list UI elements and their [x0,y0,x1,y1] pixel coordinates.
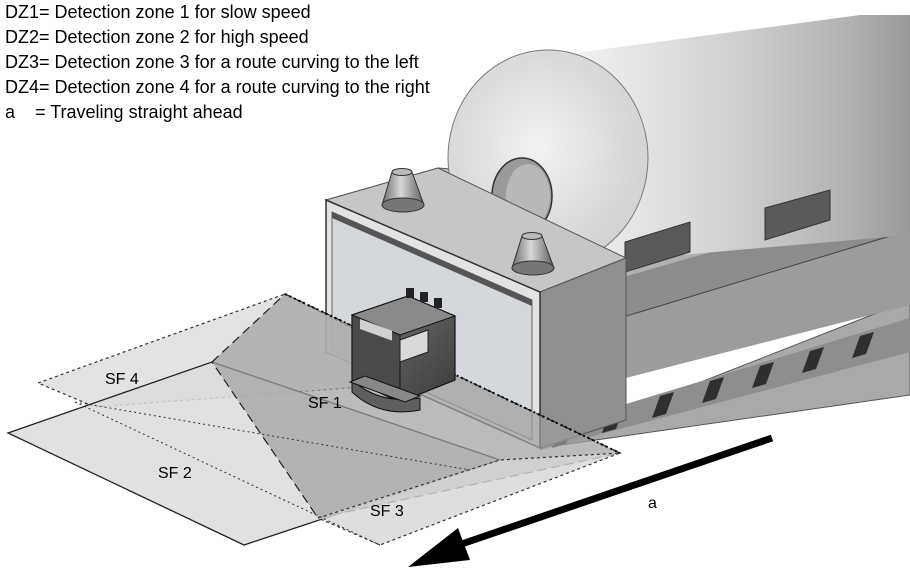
label-sf4: SF 4 [105,371,139,388]
cone-rear [381,168,425,213]
label-sf1: SF 1 [308,395,342,412]
label-sf3: SF 3 [370,503,404,520]
cone-front [511,232,555,276]
laser-scanner [348,288,457,413]
direction-arrow [408,434,774,567]
legend-item-dz4: DZ4= Detection zone 4 for a route curvin… [5,77,430,97]
legend-item-dz3: DZ3= Detection zone 3 for a route curvin… [5,52,419,72]
legend-item-dz1: DZ1= Detection zone 1 for slow speed [5,2,311,22]
label-direction-a: a [648,495,657,512]
legend-item-a: a = Traveling straight ahead [5,102,243,122]
legend: DZ1= Detection zone 1 for slow speed DZ2… [5,0,430,125]
label-sf2: SF 2 [158,465,192,482]
legend-item-dz2: DZ2= Detection zone 2 for high speed [5,27,309,47]
